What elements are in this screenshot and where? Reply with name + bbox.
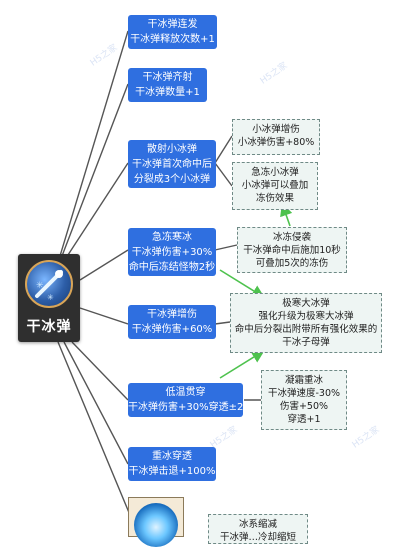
skill-node-desc: 干冰弹击退+100%	[128, 466, 216, 477]
skill-node-title: 干冰弹齐射	[142, 72, 193, 83]
skill-node-desc: 干冰弹数量+1	[135, 87, 200, 98]
upgrade-node-l5: 凝霜重冰 干冰弹速度-30% 伤害+50% 穿透+1	[261, 370, 347, 430]
skill-tree-diagram: H5之家 H5之家 H5之家 H5之家 ✳ ✳ 干冰弹 干冰弹连发 干冰弹释放次…	[18, 15, 382, 547]
upgrade-desc: 可叠加5次的冻伤	[255, 258, 329, 269]
connector-n4-l3	[214, 244, 238, 251]
connector-root-n7	[63, 341, 129, 465]
upgrade-desc: 干冰弹速度-30%	[267, 388, 341, 399]
upgrade-desc: 小冰弹可以叠加	[241, 180, 309, 191]
upgrade-title: 急冻小冰弹	[251, 167, 299, 178]
upgrade-node-l3: 冰冻侵袭 干冰弹命中后施加10秒 可叠加5次的冻伤	[237, 227, 347, 273]
upgrade-title: 小冰弹增伤	[252, 124, 300, 135]
skill-node-desc: 干冰弹首次命中后	[132, 159, 212, 170]
skill-image-ice-shard	[128, 497, 184, 547]
connector-root-n8	[57, 341, 131, 516]
upgrade-title: 凝霜重冰	[284, 375, 323, 386]
skill-node-title: 低温贯穿	[165, 387, 206, 398]
connector-root-n6	[71, 341, 129, 401]
root-skill-card: ✳ ✳ 干冰弹	[18, 254, 80, 342]
upgrade-desc: 干冰弹…冷却缩短	[219, 532, 296, 543]
skill-node-n1: 干冰弹连发 干冰弹释放次数+1	[128, 15, 217, 49]
upgrade-desc: 穿透+1	[287, 414, 321, 425]
skill-node-title: 干冰弹增伤	[147, 309, 197, 320]
skill-node-title: 散射小冰弹	[147, 144, 197, 155]
ice-bullet-skill-icon: ✳ ✳	[25, 260, 73, 308]
skill-node-n2: 干冰弹齐射 干冰弹数量+1	[128, 68, 207, 102]
skill-node-desc: 干冰弹伤害+60%	[131, 324, 213, 335]
upgrade-node-l4: 极寒大冰弹 强化升级为极寒大冰弹 命中后分裂出附带所有强化效果的 干冰子母弹	[230, 293, 382, 353]
connector-root-n5	[79, 307, 129, 325]
ice-shard-icon	[134, 503, 178, 547]
upgrade-desc: 小冰弹伤害+80%	[237, 137, 315, 148]
upgrade-desc: 强化升级为极寒大冰弹	[258, 311, 354, 322]
upgrade-desc: 冻伤效果	[255, 193, 294, 204]
skill-node-n3: 散射小冰弹 干冰弹首次命中后 分裂成3个小冰弹	[128, 140, 216, 188]
connector-n3-l2	[214, 162, 233, 187]
connector-n3-l1	[214, 135, 233, 164]
upgrade-desc: 干冰子母弹	[282, 337, 330, 348]
skill-node-title: 重冰穿透	[152, 451, 192, 462]
upgrade-title: 极寒大冰弹	[282, 298, 330, 309]
skill-node-n6: 低温贯穿 干冰弹伤害+30%穿透±2	[128, 383, 243, 417]
root-skill-title: 干冰弹	[26, 319, 72, 335]
skill-node-title: 干冰弹连发	[147, 19, 198, 30]
connector-n5-l4	[214, 321, 231, 325]
arrow-n4-l4	[219, 269, 265, 298]
upgrade-title: 冰冻侵袭	[272, 232, 311, 243]
upgrade-node-l1: 小冰弹增伤 小冰弹伤害+80%	[232, 119, 320, 155]
connector-root-n4	[79, 249, 129, 281]
upgrade-title: 冰系缩减	[238, 519, 277, 530]
upgrade-node-l2: 急冻小冰弹 小冰弹可以叠加 冻伤效果	[232, 162, 318, 210]
skill-node-n7: 重冰穿透 干冰弹击退+100%	[128, 447, 216, 481]
arrow-n6-l4	[219, 350, 265, 379]
skill-node-desc: 干冰弹伤害+30%穿透±2	[128, 402, 244, 413]
upgrade-desc: 干冰弹命中后施加10秒	[243, 245, 341, 256]
connector-root-n1	[59, 30, 129, 257]
svg-text:✳: ✳	[36, 281, 44, 291]
upgrade-desc: 命中后分裂出附带所有强化效果的	[234, 324, 378, 335]
skill-node-n5: 干冰弹增伤 干冰弹伤害+60%	[128, 305, 216, 339]
upgrade-node-l6: 冰系缩减 干冰弹…冷却缩短	[208, 514, 308, 544]
skill-node-desc: 分裂成3个小冰弹	[133, 174, 211, 185]
skill-node-desc: 命中后冻结怪物2秒	[128, 262, 216, 273]
upgrade-desc: 伤害+50%	[279, 401, 329, 412]
skill-node-n4: 急冻寒冰 干冰弹伤害+30% 命中后冻结怪物2秒	[128, 228, 216, 276]
connector-root-n2	[61, 83, 129, 257]
skill-node-desc: 干冰弹释放次数+1	[130, 34, 215, 45]
svg-text:✳: ✳	[47, 293, 54, 302]
skill-node-desc: 干冰弹伤害+30%	[131, 247, 213, 258]
connector-root-n3	[65, 162, 129, 259]
skill-node-title: 急冻寒冰	[152, 232, 192, 243]
